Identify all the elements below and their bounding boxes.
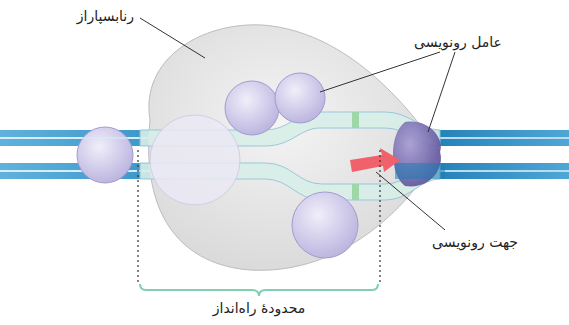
- callout-label: رنابسپاراز: [75, 6, 136, 26]
- leader-line: [140, 18, 205, 58]
- protein-subunit: [77, 127, 133, 183]
- dna-highlight: [420, 137, 569, 139]
- leader-line: [376, 172, 445, 230]
- callout-label: عامل رونویسی: [412, 32, 504, 52]
- leader-line: [428, 52, 455, 132]
- direction-arrow: [350, 148, 400, 172]
- protein-subunit: [292, 192, 358, 258]
- bracket: [140, 284, 378, 296]
- dna-highlight: [0, 137, 160, 139]
- start-mark: [352, 112, 359, 128]
- callout-label: جهت رونویسی: [430, 232, 520, 252]
- dotted-guide: [379, 150, 380, 282]
- protein-subunit: [275, 73, 325, 123]
- leader-line: [320, 52, 440, 92]
- start-mark: [352, 184, 359, 200]
- protein-subunit: [225, 81, 279, 135]
- dotted-guide: [137, 150, 138, 282]
- dna-highlight: [0, 170, 160, 172]
- protein-subunit: [150, 115, 240, 205]
- rna-polymerase: [149, 25, 440, 270]
- dna-strand: [420, 130, 569, 146]
- dna-highlight: [77, 137, 133, 139]
- callout-label: محدودهٔ راه‌انداز: [211, 298, 307, 318]
- dna-strand: [395, 163, 445, 179]
